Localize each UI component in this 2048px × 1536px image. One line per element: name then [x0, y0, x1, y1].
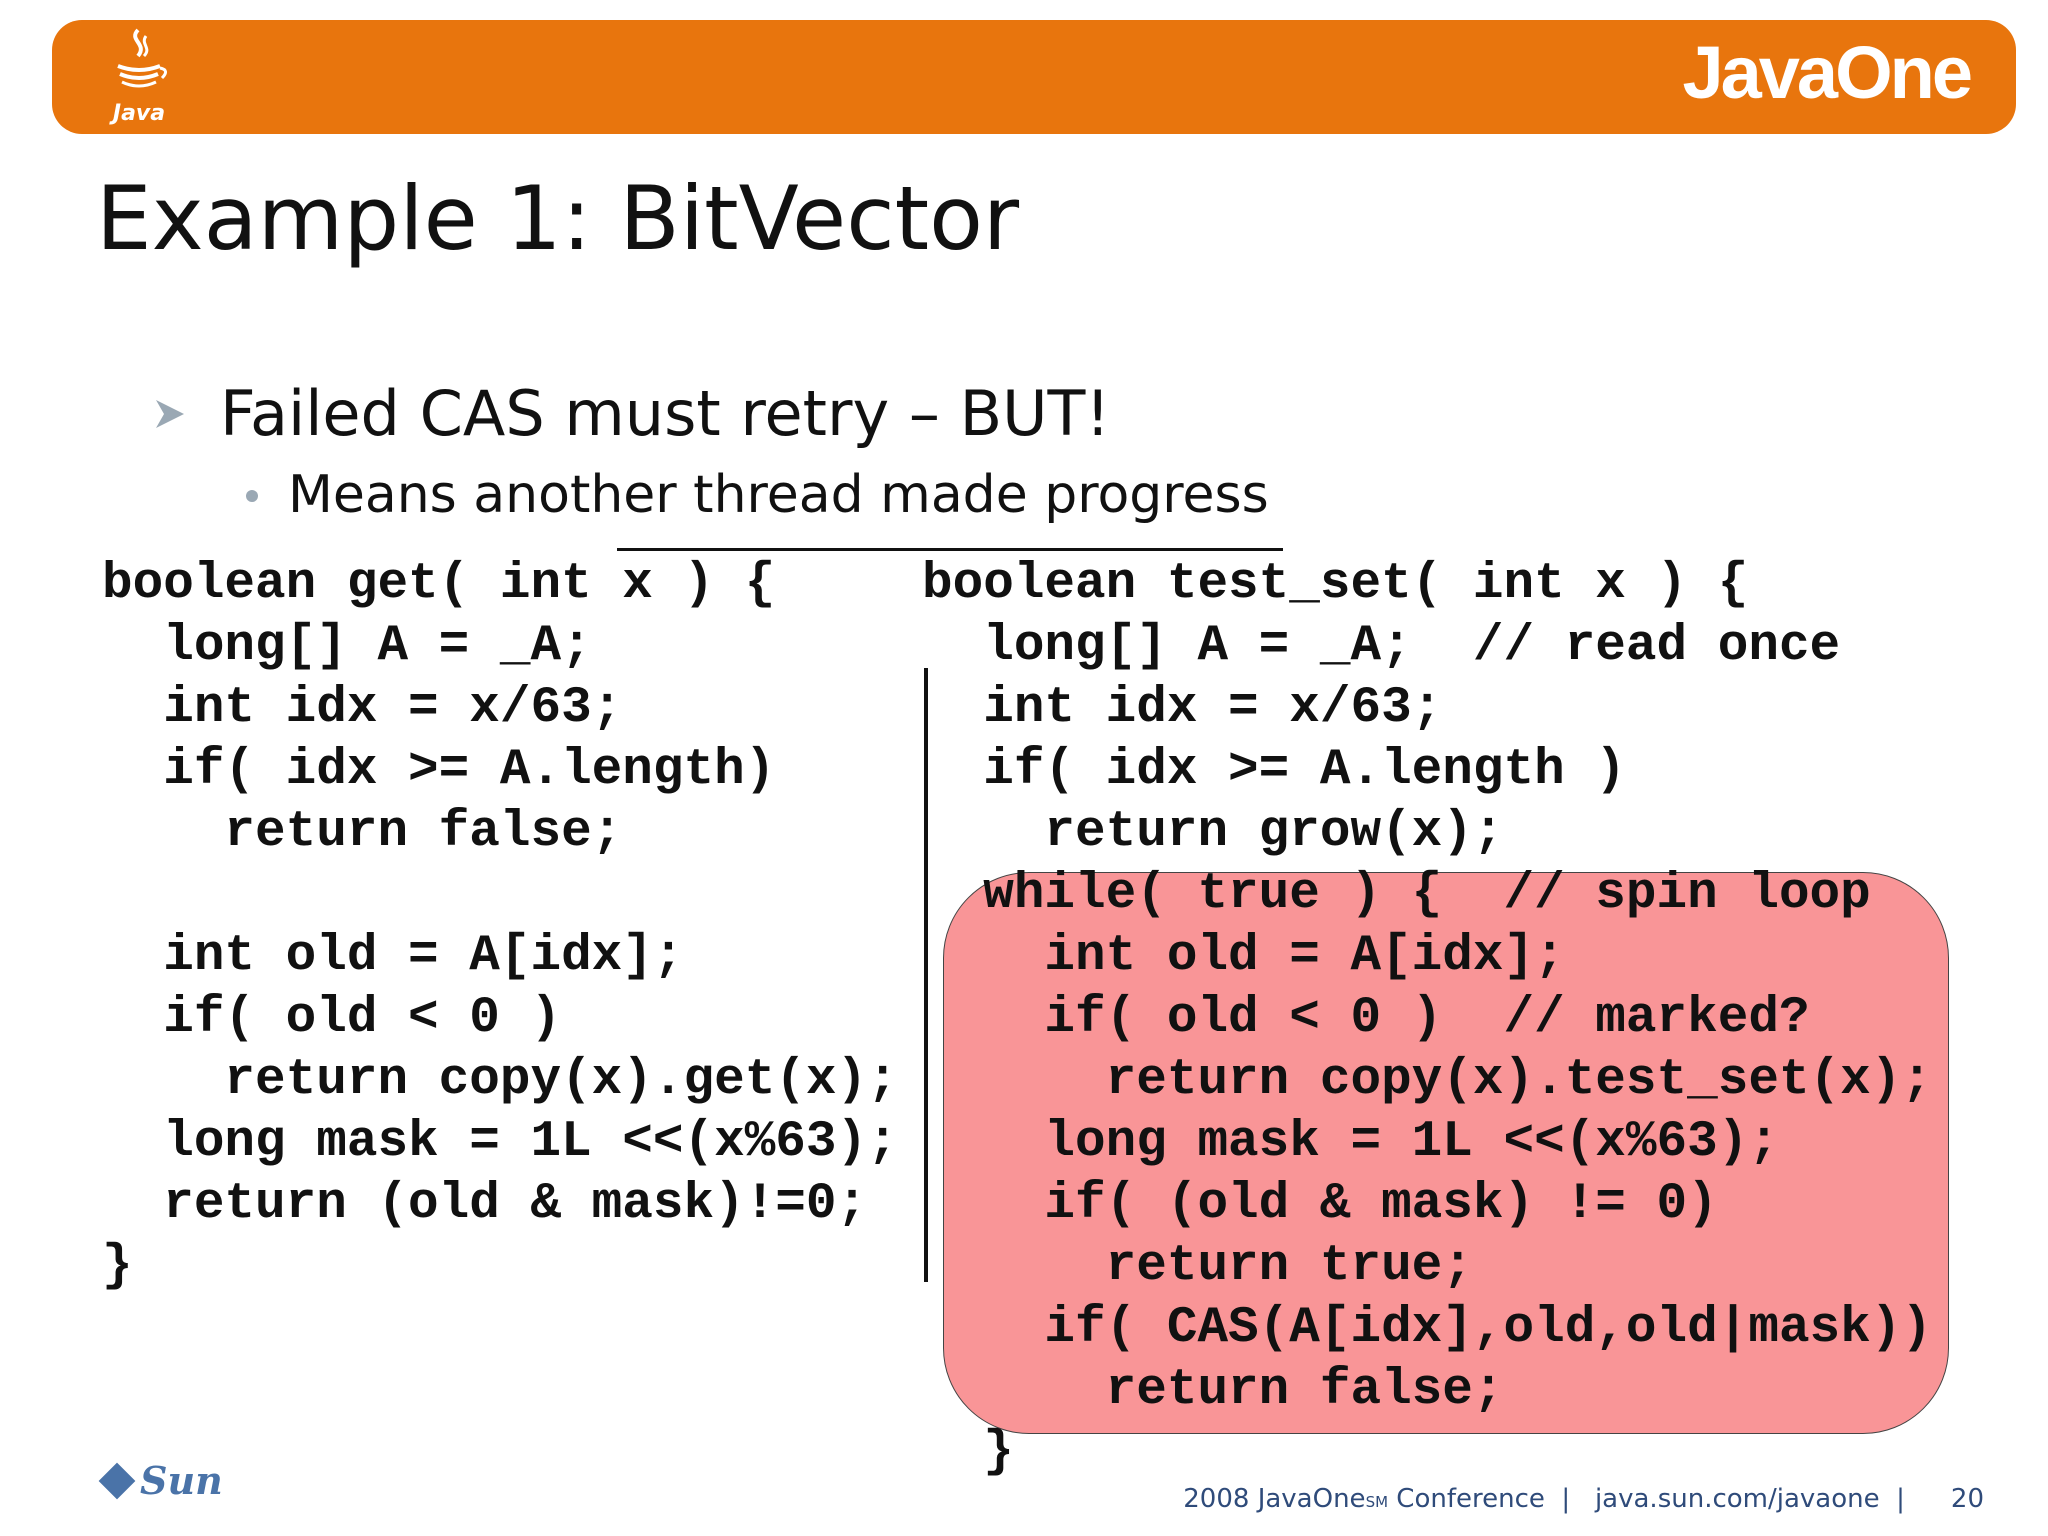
- vertical-divider: [924, 668, 928, 1282]
- bullet-main-text: Failed CAS must retry – BUT!: [220, 377, 1111, 450]
- bullet-sub: Means another thread made progress: [246, 465, 1269, 526]
- slide-title: Example 1: BitVector: [96, 167, 1020, 270]
- bullet-arrow-icon: [156, 399, 184, 428]
- java-logo-text: Java: [112, 101, 166, 126]
- page-number: 20: [1950, 1484, 1984, 1514]
- footer-conference-info: Conference | java.sun.com/javaone |: [1388, 1484, 1905, 1514]
- javaone-logo: JavaOne: [1682, 31, 1973, 114]
- sun-logo-text: Sun: [140, 1458, 223, 1503]
- bullet-main: Failed CAS must retry – BUT!: [150, 378, 1110, 449]
- spin-loop-highlight: [943, 872, 1949, 1434]
- java-cup-icon: [117, 28, 167, 88]
- horizontal-divider: [617, 548, 1283, 551]
- footer-conference-year: 2008 JavaOne: [1183, 1484, 1366, 1514]
- code-block-test-set: boolean test_set( int x ) { long[] A = _…: [922, 556, 1932, 1481]
- bullet-dot-icon: [246, 489, 258, 502]
- code-block-get: boolean get( int x ) { long[] A = _A; in…: [102, 556, 898, 1295]
- sun-logo: Sun: [98, 1456, 223, 1506]
- header-banner: [52, 20, 2016, 134]
- bullet-sub-text: Means another thread made progress: [288, 465, 1269, 525]
- sun-diamond-icon: [98, 1462, 136, 1500]
- java-logo: Java: [104, 26, 174, 126]
- footer-service-mark: SM: [1365, 1493, 1389, 1511]
